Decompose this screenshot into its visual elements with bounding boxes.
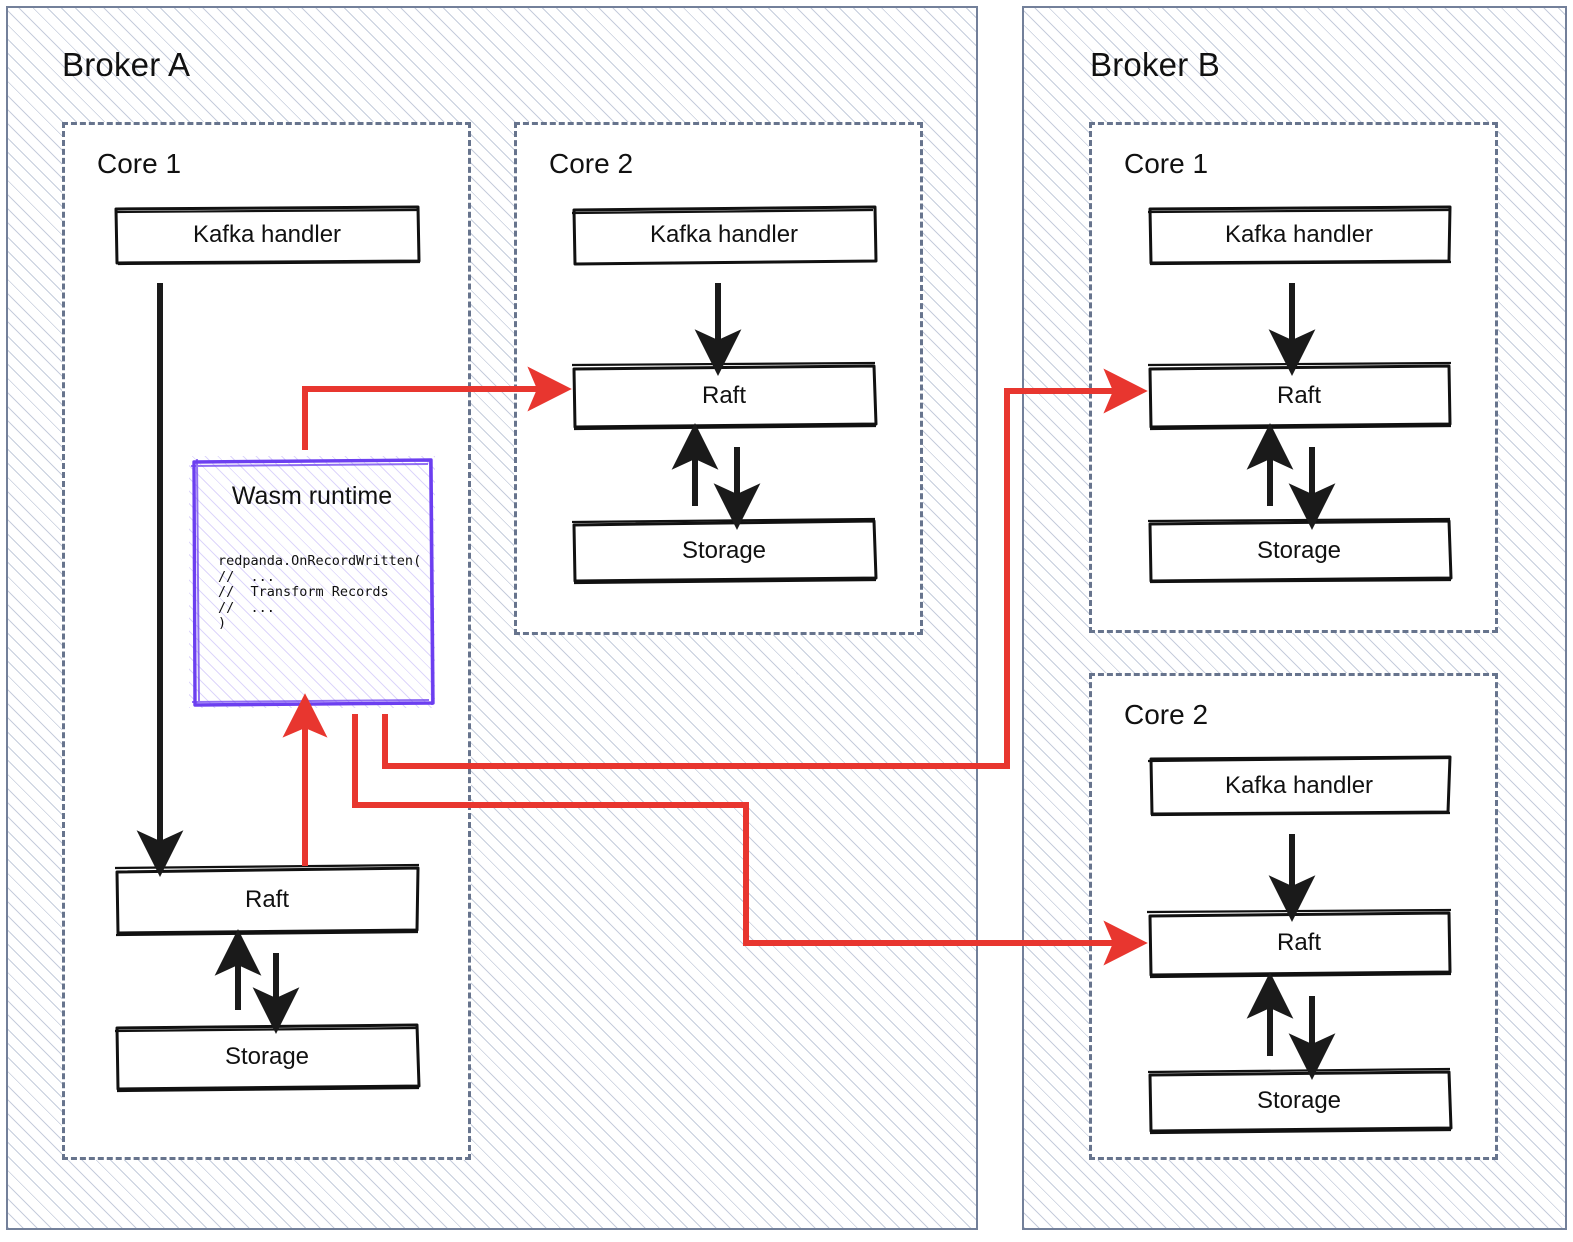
sketch-border [1147,755,1452,817]
a1-raft-label: Raft [244,886,289,913]
broker-b-core-1-title: Core 1 [1124,148,1209,179]
b1-storage-label: Storage [1256,537,1342,564]
b2-storage-label: Storage [1256,1087,1342,1114]
b2-storage-node[interactable]: Storage [1145,1067,1453,1135]
broker-a-core-1-title: Core 1 [97,148,182,179]
a1-wasm-runtime-code: redpanda.OnRecordWritten( // ... // Tran… [218,553,422,631]
a1-storage-label: Storage [224,1043,310,1070]
broker-a-title: Broker A [62,46,191,83]
a1-kafka-handler-label: Kafka handler [192,221,342,248]
sketch-border [571,205,878,266]
a2-raft-node[interactable]: Raft [570,361,878,431]
a2-raft-label: Raft [701,382,746,409]
b2-kafka-handler-label: Kafka handler [1224,772,1374,799]
a1-wasm-runtime-node[interactable]: Wasm runtime redpanda.OnRecordWritten( /… [189,456,435,708]
a2-storage-node[interactable]: Storage [570,517,878,585]
b1-raft-label: Raft [1276,382,1321,409]
b2-raft-label: Raft [1276,929,1321,956]
sketch-border [114,205,421,266]
b2-raft-node[interactable]: Raft [1145,908,1453,979]
a2-kafka-handler-label: Kafka handler [649,221,799,248]
a1-storage-node[interactable]: Storage [113,1022,421,1093]
b1-raft-node[interactable]: Raft [1145,361,1453,431]
a2-kafka-handler-node[interactable]: Kafka handler [570,204,878,266]
a2-storage-label: Storage [681,537,767,564]
a1-raft-node[interactable]: Raft [113,863,421,937]
b1-kafka-handler-label: Kafka handler [1224,221,1374,248]
a1-kafka-handler-node[interactable]: Kafka handler [113,204,421,266]
broker-b-title: Broker B [1090,46,1220,83]
b1-storage-node[interactable]: Storage [1145,517,1453,584]
broker-a-core-2-title: Core 2 [549,148,634,179]
sketch-border [1147,517,1453,584]
sketch-border [1147,361,1452,431]
broker-b-core-2-title: Core 2 [1124,699,1209,730]
b1-kafka-handler-node[interactable]: Kafka handler [1145,204,1453,266]
a1-wasm-runtime-title: Wasm runtime [231,482,393,510]
b2-kafka-handler-node[interactable]: Kafka handler [1145,754,1453,818]
sketch-border [1147,205,1452,266]
